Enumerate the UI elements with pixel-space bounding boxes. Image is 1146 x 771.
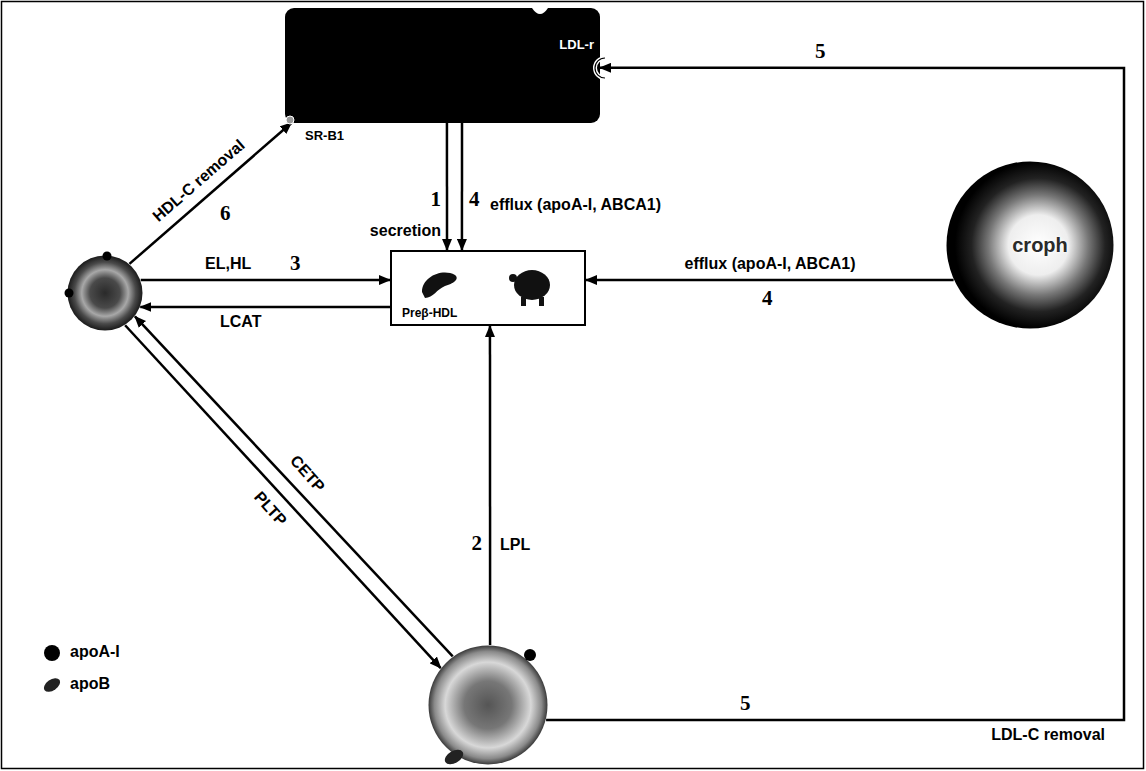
liver-outline xyxy=(285,8,600,123)
callout-number: 4 xyxy=(762,287,773,310)
flow-arrow xyxy=(135,316,453,656)
flow-arrow xyxy=(141,279,390,282)
callout-number: 5 xyxy=(740,692,751,715)
hdl-particle xyxy=(67,255,143,331)
flow-arrow xyxy=(125,325,441,668)
flow-arrow xyxy=(461,123,464,250)
apob-shape xyxy=(422,273,457,298)
receptor-label: SR-B1 xyxy=(305,129,344,144)
callout-number: 6 xyxy=(220,202,231,225)
apoa1-shape xyxy=(514,270,550,300)
ldl-circle xyxy=(429,646,548,765)
ldl-particle xyxy=(428,645,548,765)
flow-label: efflux (apoA-I, ABCA1) xyxy=(490,196,661,214)
liver-notch xyxy=(532,8,548,14)
flow-label: PLTP xyxy=(250,488,290,530)
cell-label: croph xyxy=(1012,234,1068,257)
legend-swatch xyxy=(43,676,63,694)
flow-label: efflux (apoA-I, ABCA1) xyxy=(685,255,856,273)
apoa1-knob xyxy=(509,274,517,282)
flow-arrow xyxy=(129,123,291,264)
receptor-label: LDL-r xyxy=(559,38,594,53)
flow-label: LCAT xyxy=(220,313,261,331)
ldl-receptor-symbol xyxy=(595,58,605,78)
flow-label: LPL xyxy=(500,536,530,554)
flow-arrow xyxy=(140,306,390,309)
flow-arrow xyxy=(446,123,449,250)
flow-label: HDL-C removal xyxy=(149,136,248,226)
flow-label: LDL-C removal xyxy=(991,726,1105,744)
callout-number: 5 xyxy=(815,40,826,63)
flow-arrow xyxy=(546,68,1124,720)
apoa1-stalk xyxy=(521,297,526,306)
prebeta-hdl-box: Preβ-HDL xyxy=(390,250,586,326)
callout-number: 4 xyxy=(469,188,480,211)
flow-label: EL,HL xyxy=(205,255,251,273)
apoa1-dot xyxy=(103,252,112,261)
macrophage-circle xyxy=(947,162,1114,329)
flow-label: CETP xyxy=(286,452,328,496)
apoa1-dot xyxy=(44,645,60,661)
apoa1-dot xyxy=(524,649,536,661)
ldl-outline xyxy=(428,645,548,765)
macrophage-cell: croph xyxy=(946,161,1114,329)
box-label: Preβ-HDL xyxy=(402,307,457,321)
legend-swatch xyxy=(43,644,63,662)
hdl-circle xyxy=(68,256,143,331)
callout-number: 3 xyxy=(290,252,301,275)
srb1-receptor-symbol xyxy=(286,116,294,124)
callout-number: 2 xyxy=(472,532,483,555)
flow-arrow xyxy=(586,279,954,282)
legend-text: apoB xyxy=(70,675,110,693)
hdl-outline xyxy=(67,255,143,331)
legend-text: apoA-I xyxy=(70,643,120,661)
flow-arrow xyxy=(489,326,492,645)
flow-label: secretion xyxy=(370,222,441,240)
liver-block: LDL-rSR-B1 xyxy=(285,8,600,123)
callout-number: 1 xyxy=(431,188,442,211)
apoa1-dot xyxy=(65,289,74,298)
apoa1-stalk xyxy=(539,297,544,306)
apob-ellipse xyxy=(43,676,63,694)
ldl-receptor-outline xyxy=(595,58,605,78)
apob-ellipse xyxy=(442,747,465,767)
